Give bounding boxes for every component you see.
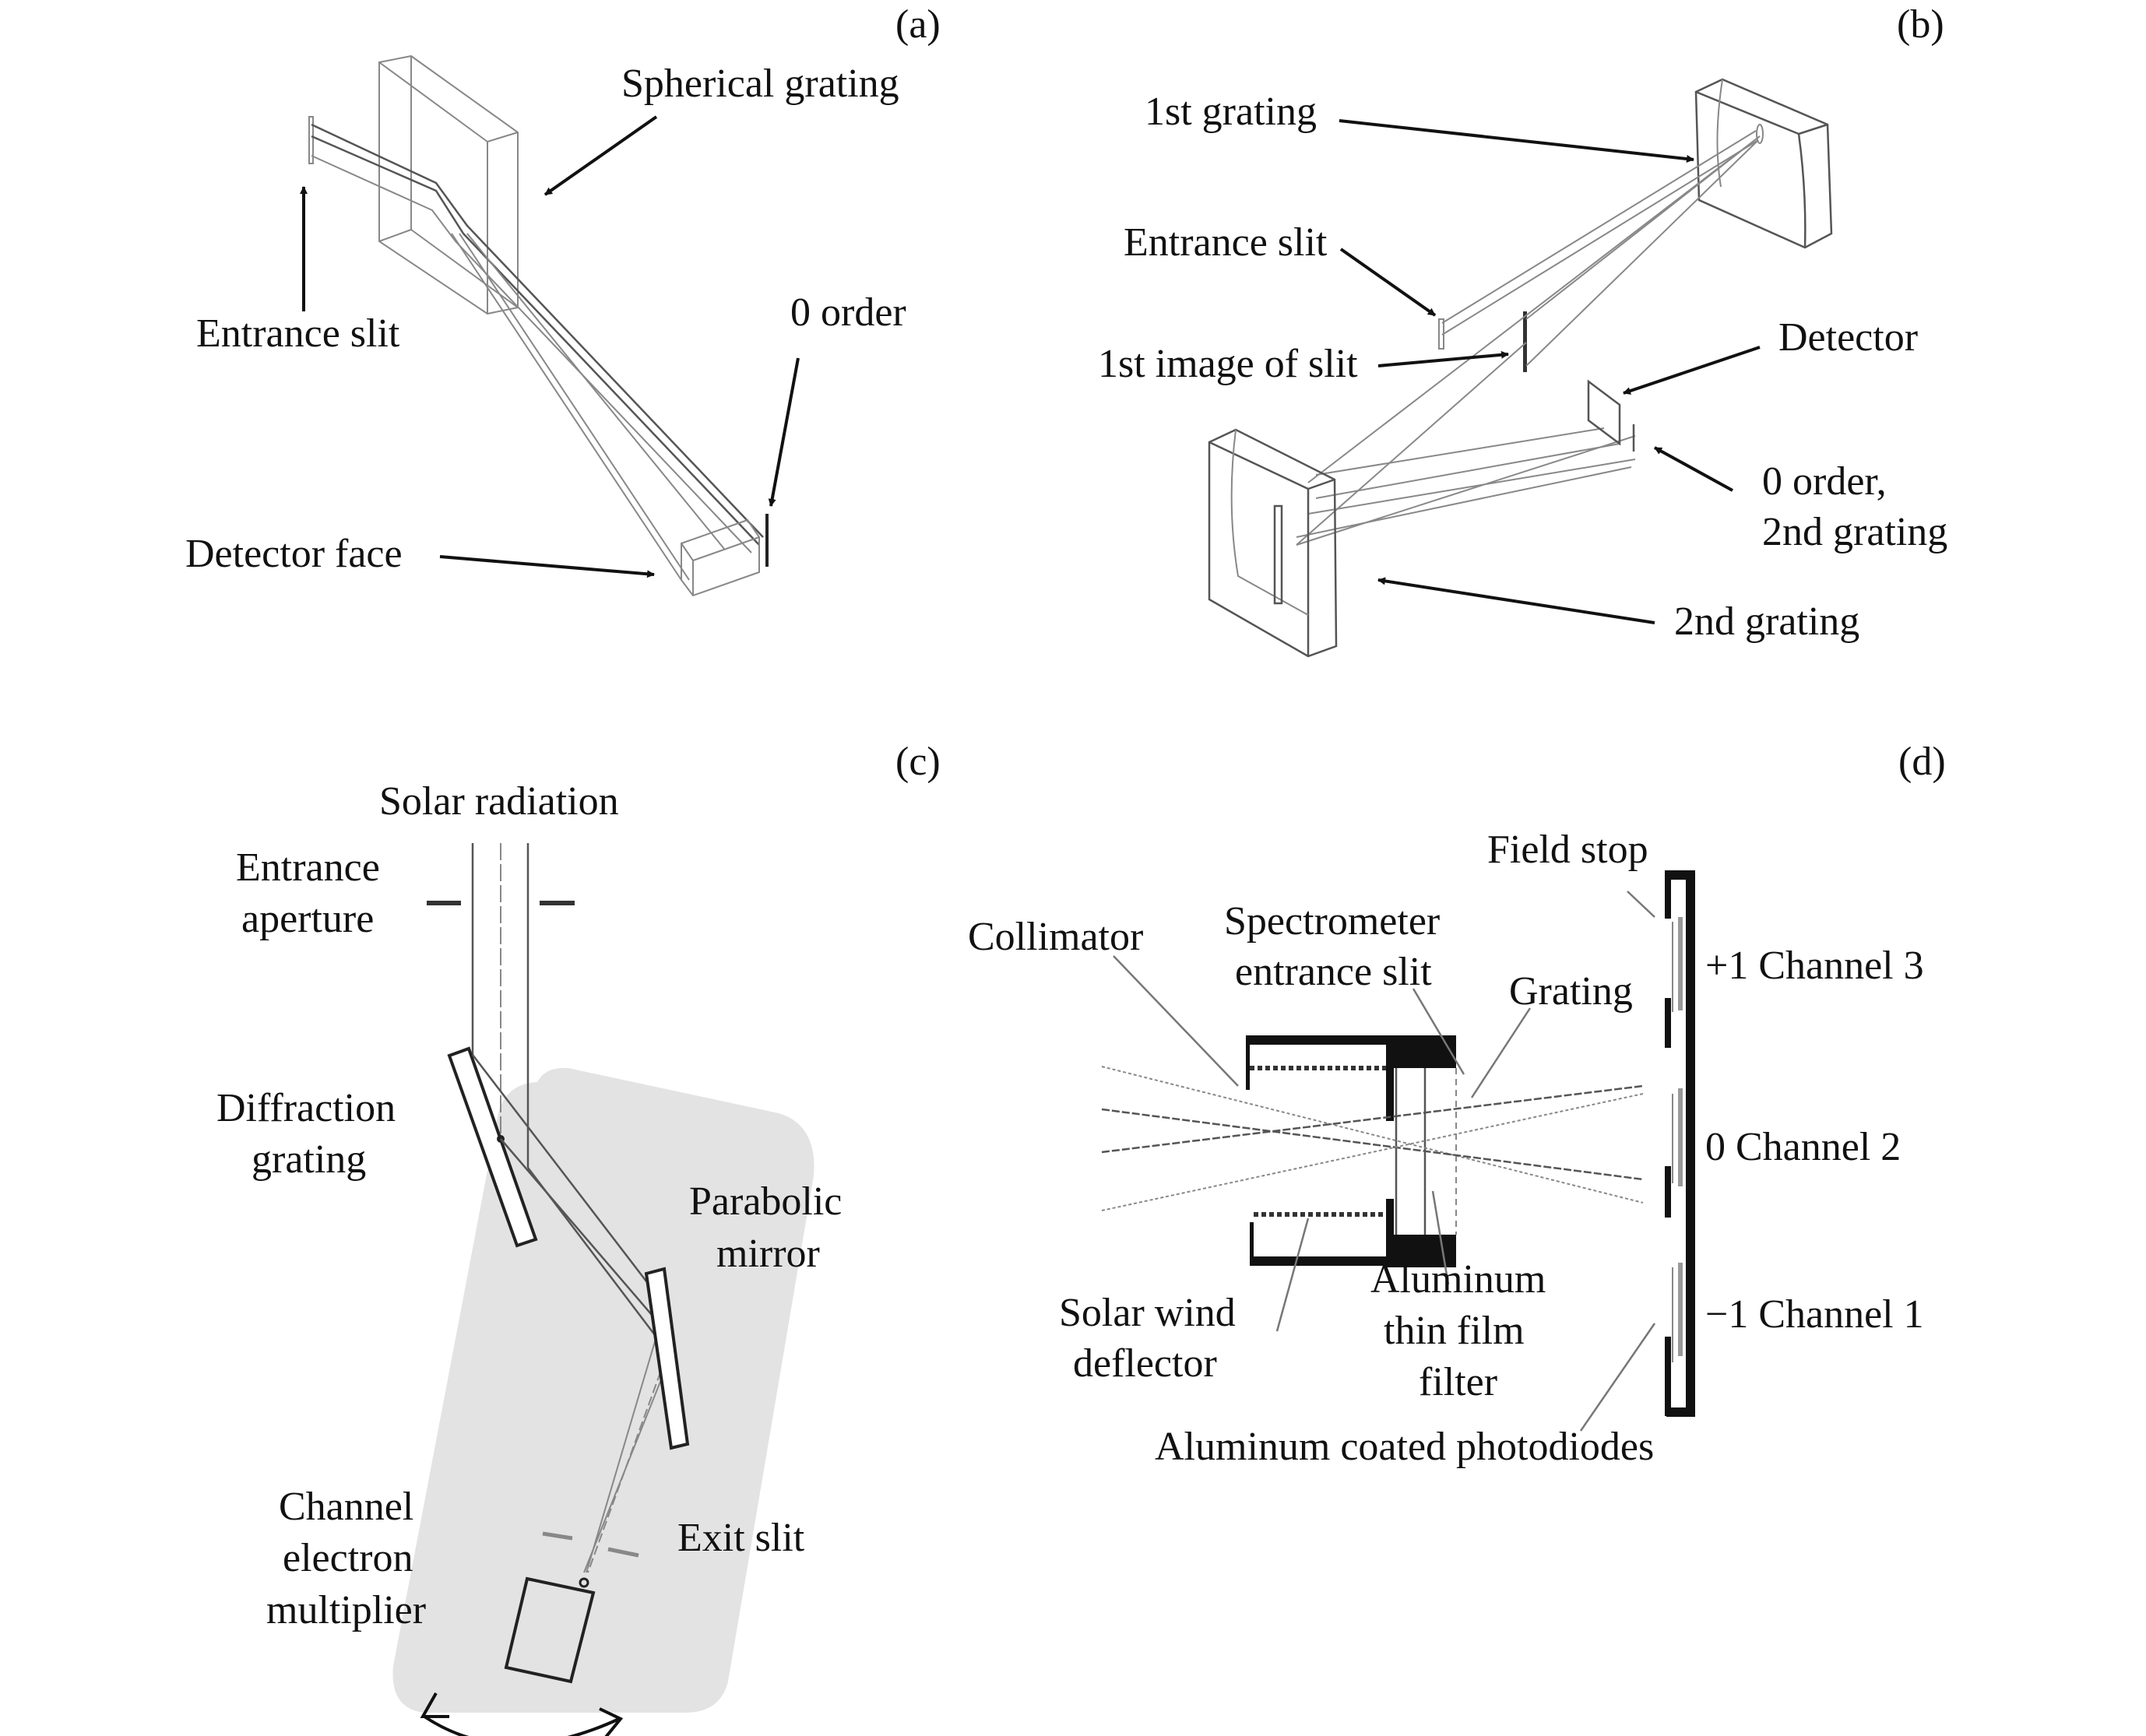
rotation-arrow	[423, 1715, 620, 1736]
panel-c-tag: (c)	[895, 740, 941, 784]
leader-grating	[1470, 1007, 1532, 1098]
first-grating-shape	[1694, 78, 1833, 249]
first-image-of-slit-shape	[1523, 311, 1527, 372]
arrow-second-grating	[1377, 577, 1655, 624]
diffraction-grating-shape	[447, 1046, 538, 1248]
label-cem-1: Channel	[279, 1485, 413, 1529]
panel-a: (a)	[185, 2, 941, 597]
spherical-grating-shape	[378, 54, 519, 315]
arrow-detector	[1623, 346, 1761, 395]
photodiodes	[1672, 917, 1683, 1362]
label-channel-3: +1 Channel 3	[1705, 944, 1924, 988]
label-solar-wind-2: deflector	[1073, 1341, 1217, 1386]
panel-d-tag: (d)	[1898, 740, 1946, 784]
rotation-arrowhead-left	[420, 1692, 449, 1718]
arrow-first-image	[1377, 350, 1509, 367]
panel-b: (b)	[1098, 2, 1947, 658]
label-solar-radiation: Solar radiation	[379, 779, 619, 824]
label-diffraction-grating-2: grating	[252, 1137, 366, 1182]
arrow-zero-order-b	[1654, 446, 1733, 492]
label-cem-3: multiplier	[266, 1588, 426, 1632]
label-first-image-of-slit: 1st image of slit	[1098, 342, 1358, 386]
exit-slit-right	[607, 1547, 639, 1558]
leader-slit	[1412, 988, 1465, 1075]
panel-b-tag: (b)	[1897, 2, 1944, 47]
label-channel-1: −1 Channel 1	[1705, 1292, 1924, 1337]
label-al-filter-3: filter	[1419, 1360, 1497, 1404]
leader-solar-wind	[1275, 1218, 1310, 1332]
entrance-slit-shape	[308, 116, 314, 164]
leader-collimator	[1113, 955, 1239, 1087]
beam-rays	[311, 123, 764, 581]
label-collimator: Collimator	[968, 915, 1143, 959]
label-entrance-slit-b: Entrance slit	[1124, 220, 1328, 265]
rays-to-mirror	[472, 1054, 670, 1573]
detector-b-shape	[1587, 379, 1621, 446]
panel-d: (d)	[968, 740, 1946, 1469]
label-cem-2: electron	[283, 1536, 413, 1580]
arrow-zero-order	[768, 357, 800, 507]
beam-rays-b	[1296, 130, 1761, 546]
label-al-filter-2: thin film	[1384, 1309, 1525, 1353]
label-parabolic-mirror-2: mirror	[716, 1232, 820, 1276]
label-parabolic-mirror-1: Parabolic	[689, 1179, 842, 1224]
leader-field-stop	[1627, 891, 1655, 918]
label-field-stop: Field stop	[1487, 828, 1648, 872]
leader-photodiodes	[1579, 1323, 1656, 1432]
arrow-detector-face	[439, 555, 655, 578]
detector-face-shape	[681, 518, 760, 597]
label-zero-order-b-2: 2nd grating	[1762, 510, 1947, 554]
label-first-grating: 1st grating	[1145, 90, 1317, 134]
exit-slit-left	[542, 1531, 573, 1541]
label-solar-wind-1: Solar wind	[1059, 1291, 1236, 1335]
panel-c: (c)	[216, 740, 941, 1736]
label-al-filter-1: Aluminum	[1370, 1257, 1546, 1302]
label-diffraction-grating-1: Diffraction	[216, 1086, 396, 1130]
label-exit-slit: Exit slit	[677, 1516, 805, 1560]
cem-aperture	[579, 1577, 589, 1588]
solar-beam	[471, 843, 529, 1168]
detector-housing	[1665, 870, 1695, 1417]
leader-al-filter	[1431, 1190, 1450, 1285]
label-second-grating: 2nd grating	[1674, 599, 1859, 644]
label-entrance-aperture-1: Entrance	[236, 845, 380, 890]
label-channel-2: 0 Channel 2	[1705, 1125, 1901, 1169]
label-zero-order: 0 order	[790, 290, 906, 335]
label-detector: Detector	[1778, 315, 1918, 360]
label-spectrometer-slit-2: entrance slit	[1235, 950, 1432, 994]
label-entrance-slit-a: Entrance slit	[196, 311, 400, 356]
panel-a-tag: (a)	[895, 2, 941, 47]
rotation-arrowhead-right	[599, 1707, 624, 1736]
arrow-entrance-slit-b	[1339, 248, 1437, 317]
label-entrance-aperture-2: aperture	[241, 897, 374, 941]
label-photodiodes: Aluminum coated photodiodes	[1155, 1425, 1654, 1469]
label-spherical-grating: Spherical grating	[621, 61, 899, 106]
rays-d	[1101, 1066, 1644, 1211]
label-zero-order-b-1: 0 order,	[1762, 459, 1887, 504]
label-detector-face: Detector face	[185, 532, 403, 576]
label-grating-d: Grating	[1509, 969, 1633, 1014]
parabolic-mirror-shape	[644, 1267, 690, 1450]
second-grating-shape	[1208, 428, 1338, 658]
rotating-assembly-region	[392, 1067, 814, 1713]
label-spectrometer-slit-1: Spectrometer	[1224, 899, 1440, 944]
arrow-first-grating	[1339, 119, 1694, 163]
arrow-spherical-grating	[544, 115, 658, 196]
channel-electron-multiplier-shape	[504, 1576, 596, 1684]
